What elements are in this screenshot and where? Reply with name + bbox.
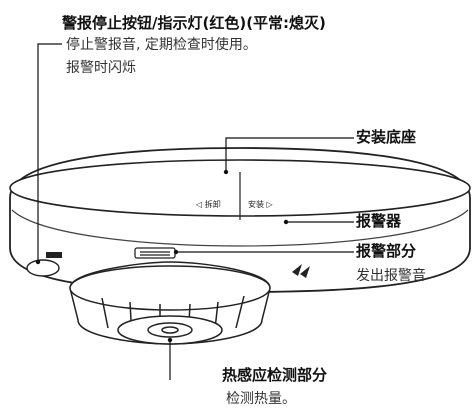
device-remove-mark: ◁ 拆卸: [195, 199, 221, 209]
stop-button-led[interactable]: [26, 259, 60, 277]
heat-sensor-label: 热感应检测部分: [222, 366, 328, 384]
device-rim-line: [11, 209, 469, 247]
device-install-mark: 安装 ▷: [248, 199, 274, 209]
stop-button-desc-2: 报警时闪烁: [66, 60, 136, 76]
alarm-unit-label: 报警器: [356, 212, 402, 230]
leader-lines: [37, 43, 354, 380]
side-marks: [292, 264, 310, 278]
stop-button-desc-1: 停止警报音, 定期检查时使用。: [66, 37, 257, 53]
heat-sensor-desc: 检测热量。: [226, 391, 296, 407]
alarm-section-label: 报警部分: [356, 242, 417, 260]
stop-button-title: 警报停止按钮/指示灯(红色)(平常:熄灭): [62, 14, 326, 32]
leader-mounting-base: [225, 137, 354, 172]
alarm-section-desc: 发出报警音: [356, 268, 426, 284]
heat-sensor-part: [69, 261, 271, 345]
leader-stop-button: [37, 43, 62, 262]
button-marking: [46, 252, 62, 258]
leader-dots: [35, 169, 289, 343]
mounting-base-label: 安装底座: [356, 128, 417, 146]
